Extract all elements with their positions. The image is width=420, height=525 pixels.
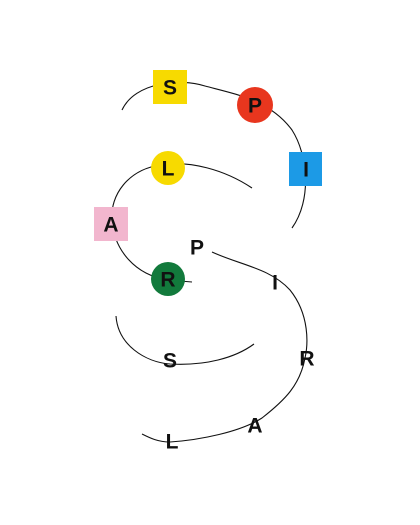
letter-l-circle-marker <box>151 151 185 185</box>
top-spiral-letter-i: I <box>289 152 322 186</box>
bottom-spiral-inner-curve <box>115 315 255 365</box>
letter-a-label: A <box>103 214 118 237</box>
top-spiral-curve <box>121 81 307 229</box>
bottom-spiral-letter-i: I <box>272 272 278 295</box>
letter-a-square-marker <box>94 207 128 241</box>
top-spiral-letter-a: A <box>94 207 128 241</box>
top-spiral-inner-curve <box>111 163 253 283</box>
top-spiral-letter-p: P <box>237 87 273 123</box>
bottom-spiral-curve <box>141 251 308 443</box>
letter-i-label: I <box>303 159 309 182</box>
top-spiral-letter-r: R <box>151 262 185 296</box>
letter-l-label: L <box>162 158 175 181</box>
bottom-spiral-letter-p: P <box>190 237 204 260</box>
bottom-spiral-letter-s: S <box>163 350 177 373</box>
bottom-spiral-letter-r: R <box>299 348 314 371</box>
letter-p-circle-marker <box>237 87 273 123</box>
letter-r-circle-marker <box>151 262 185 296</box>
bottom-spiral-letter-a: A <box>247 415 262 438</box>
letter-p-label: P <box>248 95 262 118</box>
letter-r-label: R <box>160 269 175 292</box>
top-spiral-letter-l: L <box>151 151 185 185</box>
letter-s-label: S <box>163 77 177 100</box>
bottom-spiral-letter-l: L <box>166 431 179 454</box>
letter-s-square-marker <box>153 70 187 104</box>
letter-i-square-marker <box>289 152 322 186</box>
top-spiral-letter-s: S <box>153 70 187 104</box>
